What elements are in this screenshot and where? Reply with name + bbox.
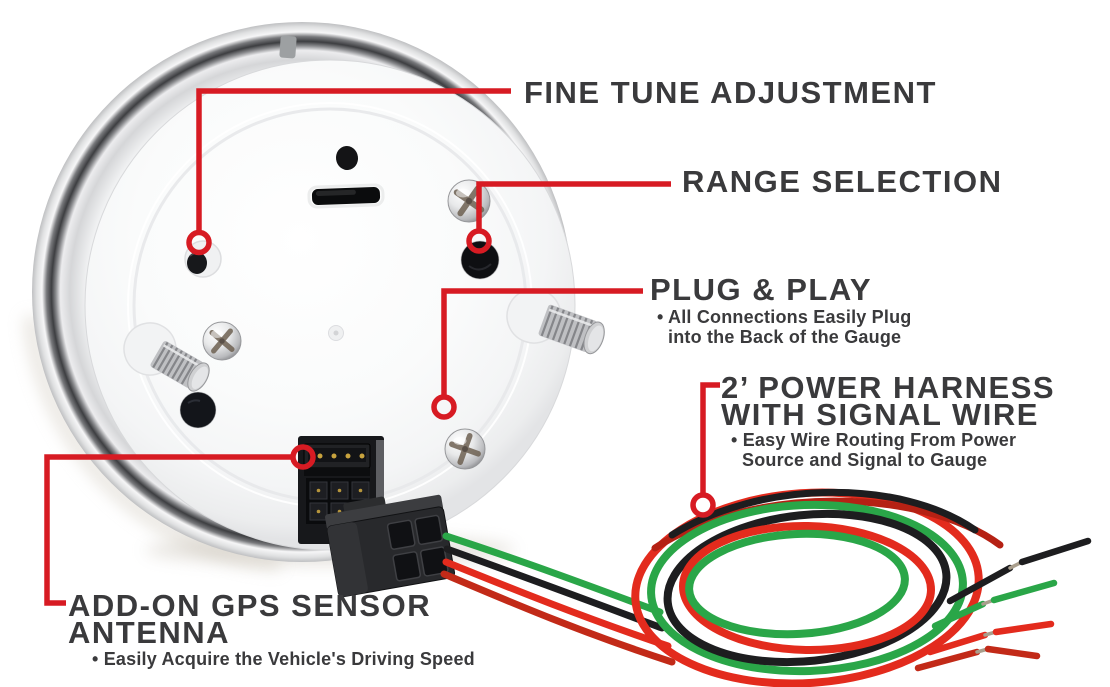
power-harness-bullets: • Easy Wire Routing From Power Source an… (731, 430, 1016, 470)
callout-lines (44, 88, 720, 606)
screw-left (202, 321, 242, 361)
screw-bottom (444, 428, 486, 470)
center-dimple (328, 325, 344, 341)
gps-antenna-port (303, 443, 371, 469)
plug-and-play-bullet-2: into the Back of the Gauge (668, 327, 902, 347)
callout-range (466, 181, 671, 254)
fine-tune-adjustment-label: FINE TUNE ADJUSTMENT (524, 75, 937, 110)
gps-antenna-label-line2: ANTENNA (68, 615, 231, 650)
gps-antenna-label: ADD-ON GPS SENSOR ANTENNA (68, 588, 432, 650)
gps-antenna-label-line1: ADD-ON GPS SENSOR (68, 588, 432, 623)
top-vent-hole (335, 146, 359, 170)
wire-coil (631, 488, 1004, 687)
plate-features (123, 146, 605, 598)
gps-antenna-bullet-1: • Easily Acquire the Vehicle's Driving S… (92, 649, 475, 669)
plug-and-play-bullets: • All Connections Easily Plug into the B… (657, 307, 911, 347)
wire-end-red (926, 620, 1055, 656)
wire-end-green (931, 579, 1058, 630)
callout-gps (44, 444, 316, 606)
power-harness-label: 2’ POWER HARNESS WITH SIGNAL WIRE (721, 370, 1056, 432)
left-port-hole (179, 391, 217, 429)
plug-and-play-label: PLUG & PLAY (650, 272, 873, 307)
range-selection-label: RANGE SELECTION (682, 164, 1003, 199)
power-harness-bullet-2: Source and Signal to Gauge (742, 450, 988, 470)
wire-ends (914, 537, 1092, 672)
range-selection-hole (460, 240, 500, 280)
power-harness-label-line1: 2’ POWER HARNESS (721, 370, 1056, 405)
wire-end-black (946, 537, 1092, 605)
bezel-notch (279, 35, 297, 59)
plug-and-play-bullet-1: • All Connections Easily Plug (657, 307, 912, 327)
power-harness-label-line2: WITH SIGNAL WIRE (721, 397, 1039, 432)
wire-end-dark-red (914, 645, 1041, 672)
callout-harness (690, 382, 720, 518)
adjustment-slot (307, 183, 385, 209)
gps-antenna-bullets: • Easily Acquire the Vehicle's Driving S… (92, 649, 475, 669)
mounting-stud-left (123, 322, 210, 392)
power-harness-bullet-1: • Easy Wire Routing From Power (731, 430, 1017, 450)
harness-plug (325, 494, 456, 598)
mounting-stud-right (506, 288, 605, 355)
callout-plug-play (431, 288, 643, 420)
callout-fine-tune (186, 88, 511, 256)
